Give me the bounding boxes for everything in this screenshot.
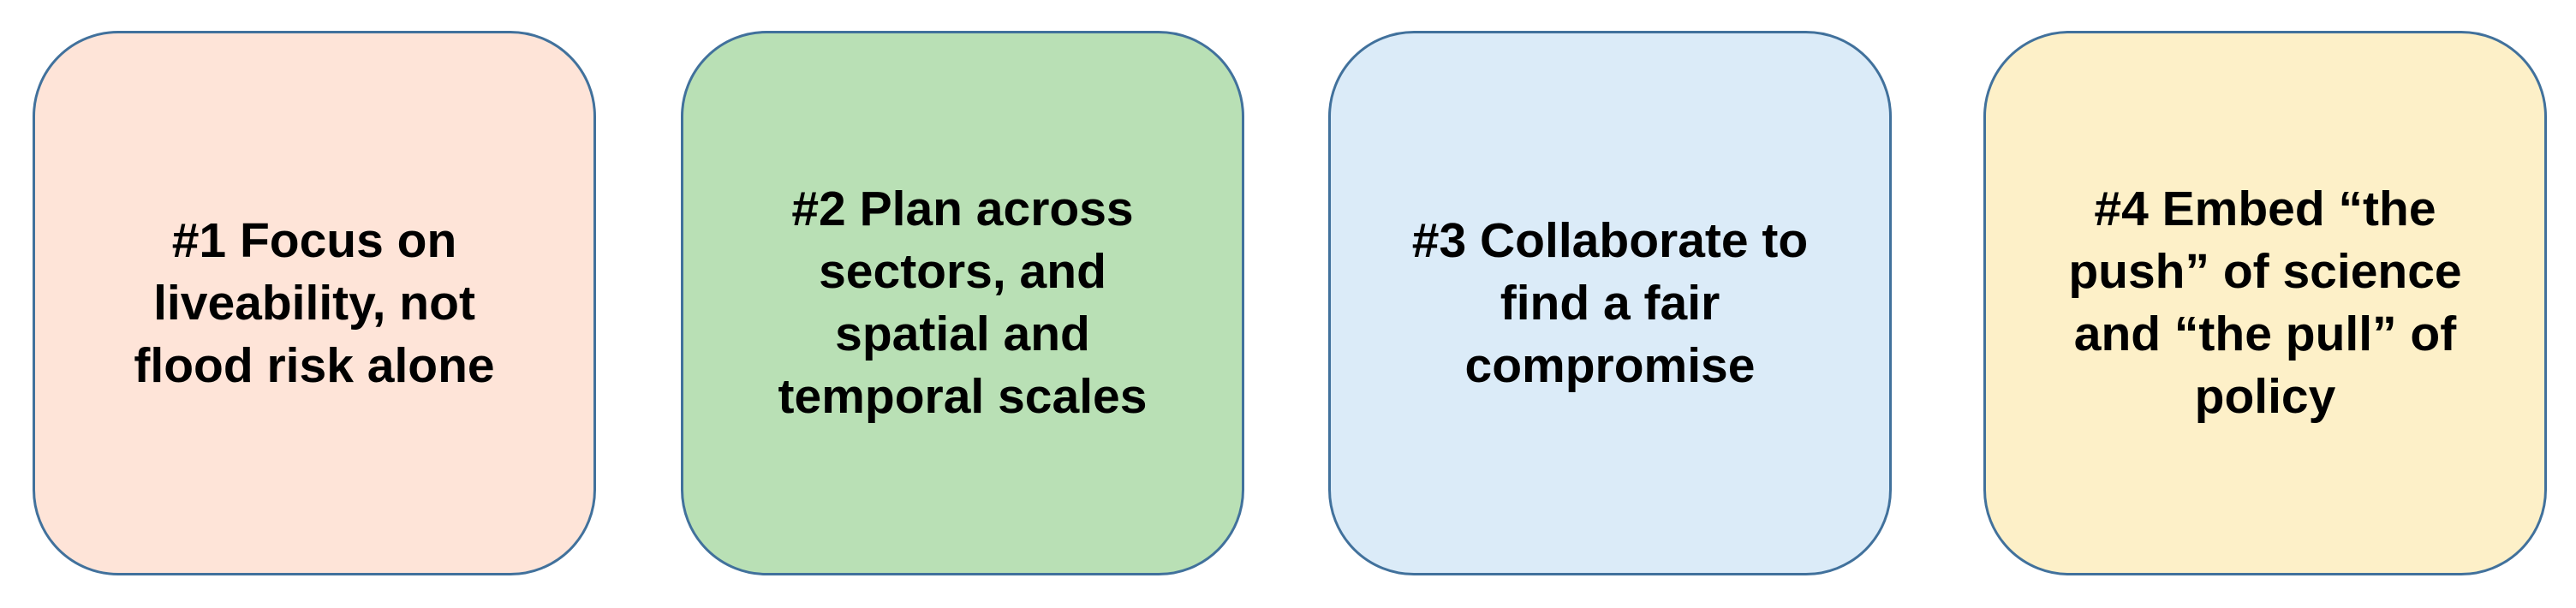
principle-4-text: #4 Embed “the push” of science and “the … bbox=[2068, 182, 2462, 424]
principle-box-4: #4 Embed “the push” of science and “the … bbox=[1983, 31, 2547, 575]
principle-box-3: #3 Collaborate to find a fair compromise bbox=[1328, 31, 1892, 575]
principle-box-2: #2 Plan across sectors, and spatial and … bbox=[681, 31, 1244, 575]
principle-1-text: #1 Focus on liveability, not flood risk … bbox=[134, 212, 495, 393]
principle-3-text: #3 Collaborate to find a fair compromise bbox=[1411, 212, 1809, 393]
principle-2-text: #2 Plan across sectors, and spatial and … bbox=[778, 182, 1148, 424]
principle-box-1: #1 Focus on liveability, not flood risk … bbox=[33, 31, 596, 575]
